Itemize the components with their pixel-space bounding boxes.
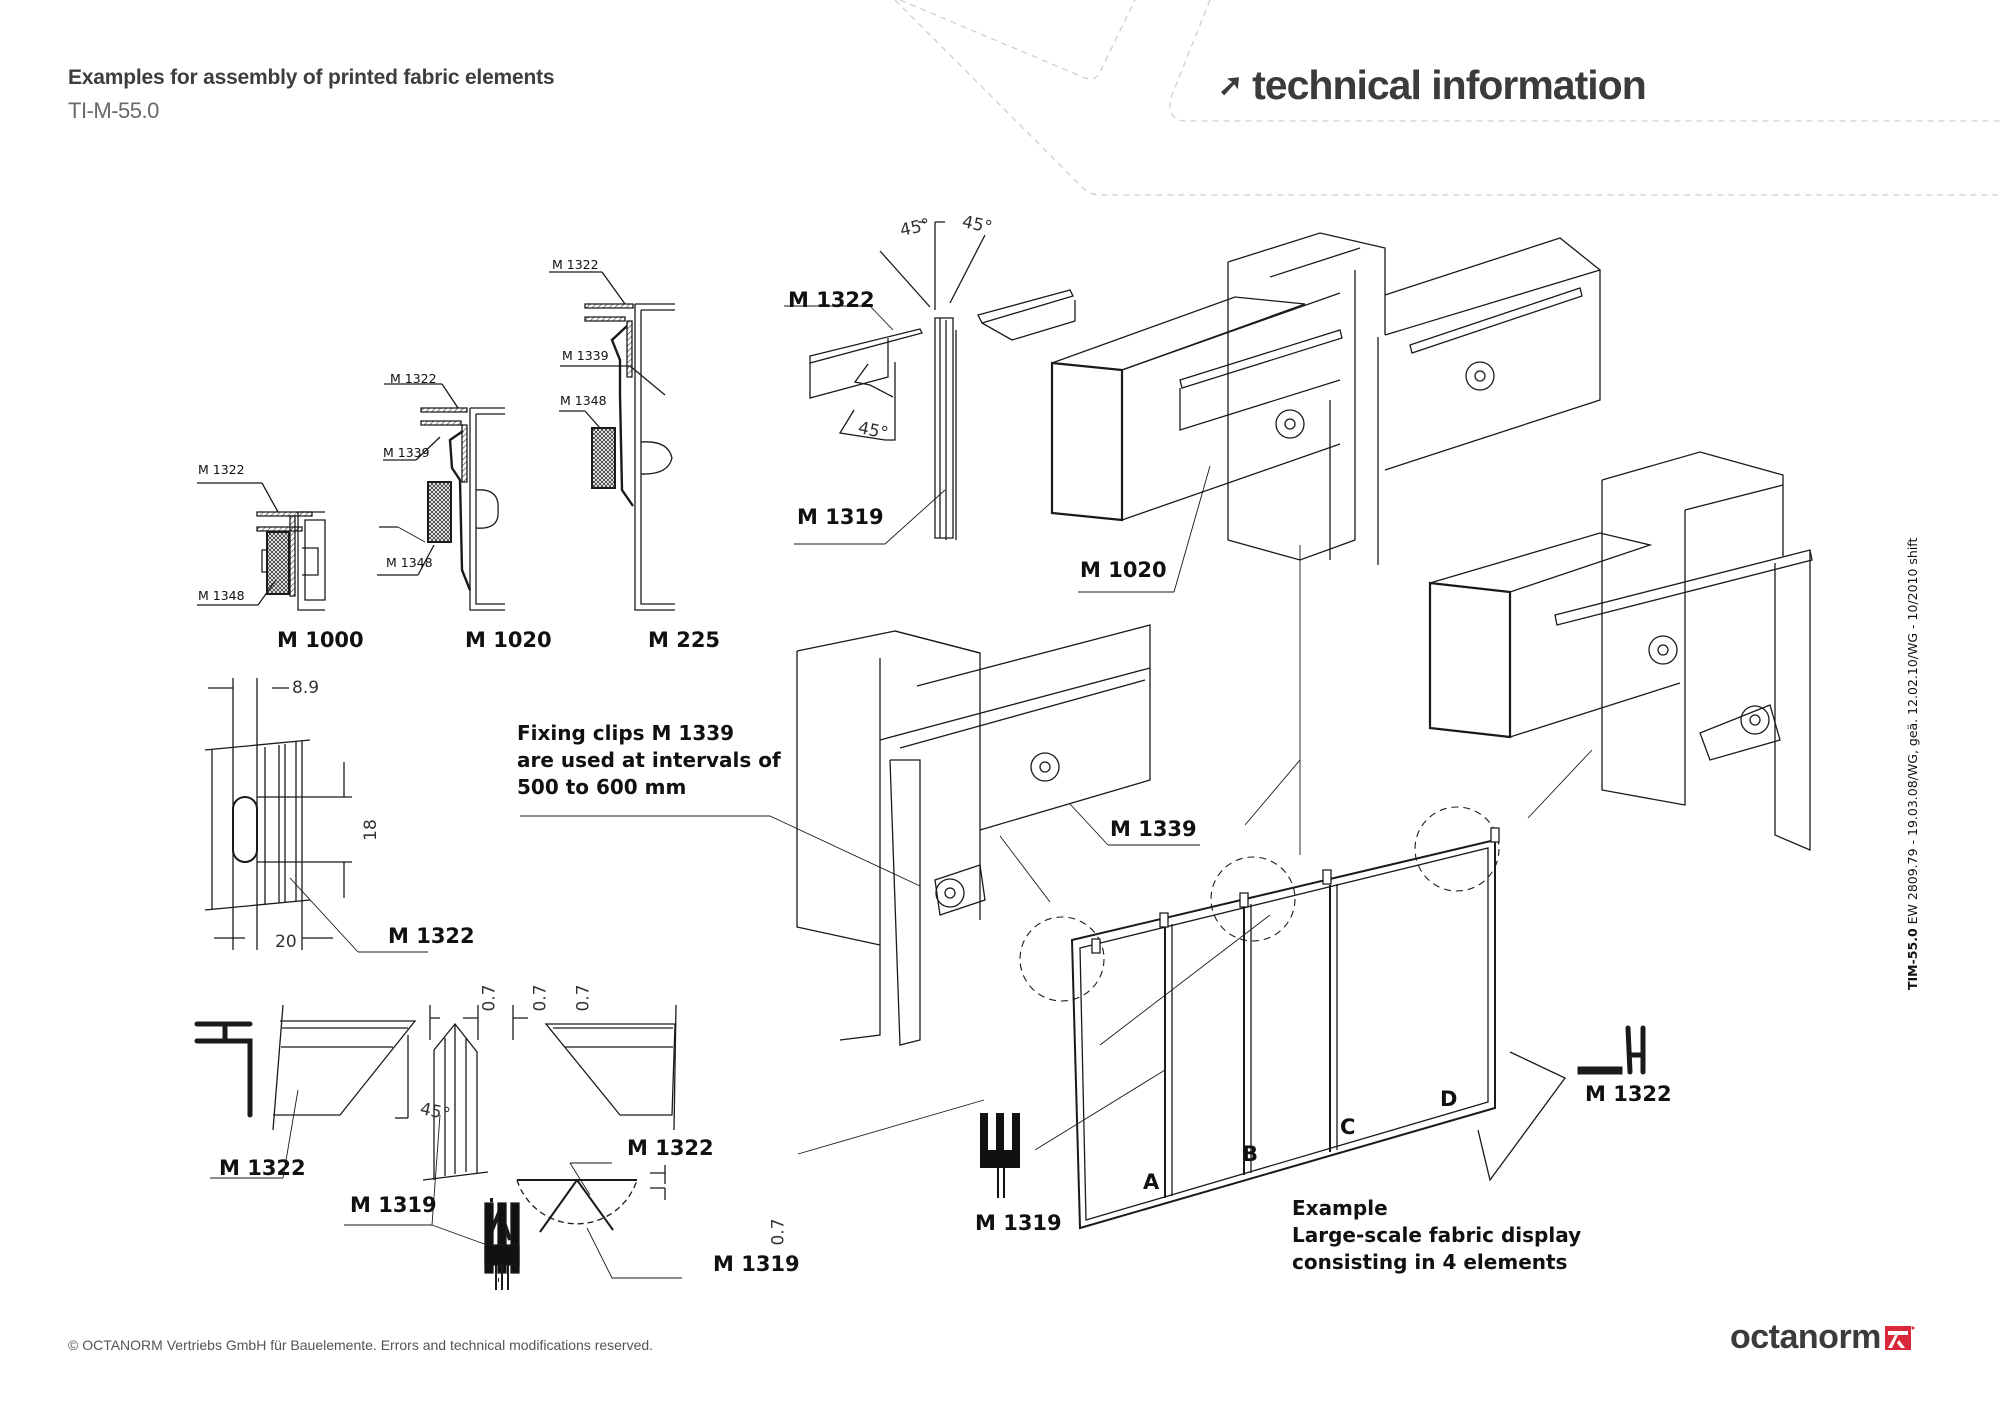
caption-line-1: Example: [1292, 1196, 1388, 1220]
dim-slot-height: 18: [360, 819, 381, 841]
label-m1020-m1322: M 1322: [390, 371, 437, 386]
section-heading-text: technical information: [1252, 62, 1647, 108]
profile-title-m225: M 225: [648, 628, 721, 652]
revision-doc-id: TIM-55.0: [1905, 928, 1920, 990]
label-miter-m1319: M 1319: [797, 505, 884, 529]
caption-line-3: consisting in 4 elements: [1292, 1250, 1568, 1274]
footer-copyright: © OCTANORM Vertriebs GmbH für Bauelement…: [68, 1337, 654, 1353]
gap-dim-4: 0.7: [768, 1218, 789, 1246]
profile-m1020-drawing: [377, 384, 505, 610]
revision-note: TIM-55.0 EW 2809.79 - 19.03.08/WG, geä. …: [1905, 538, 1920, 990]
document-code: TI-M-55.0: [68, 98, 159, 123]
document-title: Examples for assembly of printed fabric …: [68, 66, 555, 89]
gap-dim-1: 0.7: [479, 984, 500, 1012]
label-cut-m1322: M 1322: [219, 1156, 306, 1180]
label-miter-m1322: M 1322: [788, 288, 875, 312]
label-corner-m1322: M 1322: [627, 1136, 714, 1160]
profile-m225-drawing: [549, 272, 675, 610]
fixing-note-line-3: 500 to 600 mm: [517, 775, 687, 799]
profile-title-m1020: M 1020: [465, 628, 552, 652]
fixing-note-line-2: are used at intervals of: [517, 748, 781, 772]
section-heading: ➚ technical information: [1218, 62, 1647, 109]
caption-line-2: Large-scale fabric display: [1292, 1223, 1582, 1247]
miter-detail-drawing: [784, 222, 1075, 544]
dim-slot-width: 20: [275, 932, 297, 952]
gap-dim-3: 0.7: [573, 984, 594, 1012]
panel-label-d: D: [1440, 1087, 1458, 1111]
label-example-m1319: M 1319: [975, 1211, 1062, 1235]
fixing-clips-note: Fixing clips M 1339 are used at interval…: [517, 720, 781, 801]
label-m1000-m1322: M 1322: [198, 462, 245, 477]
octanorm-logo: octanorm: [1730, 1318, 1915, 1357]
label-m225-m1348: M 1348: [560, 393, 607, 408]
label-m1000-m1348: M 1348: [198, 588, 245, 603]
panel-label-b: B: [1242, 1142, 1259, 1166]
isometric-m1339-drawing: [520, 625, 1200, 1045]
label-corner-m1319: M 1319: [713, 1252, 800, 1276]
gap-dim-2: 0.7: [530, 984, 551, 1012]
revision-text: EW 2809.79 - 19.03.08/WG, geä. 12.02.10/…: [1905, 537, 1920, 925]
m1319-profile-drawing: [980, 1113, 1020, 1198]
dim-slot-offset: 8.9: [292, 678, 320, 698]
isometric-corner-drawing: [1430, 452, 1812, 850]
label-iso-m1020: M 1020: [1080, 558, 1167, 582]
label-m225-m1322: M 1322: [552, 257, 599, 272]
label-slot-m1322: M 1322: [388, 924, 475, 948]
label-m1020-m1339: M 1339: [383, 445, 430, 460]
label-m225-m1339: M 1339: [562, 348, 609, 363]
isometric-joint-drawing: [1052, 233, 1600, 855]
cut-detail-drawing: [197, 1005, 984, 1290]
profile-m1000-drawing: [197, 483, 325, 610]
example-caption: Example Large-scale fabric display consi…: [1292, 1195, 1581, 1276]
panel-label-a: A: [1143, 1170, 1160, 1194]
profile-title-m1000: M 1000: [277, 628, 364, 652]
logo-wordmark: octanorm: [1730, 1318, 1881, 1356]
label-example-m1322: M 1322: [1585, 1082, 1672, 1106]
logo-mark-icon: [1884, 1325, 1915, 1350]
example-display-drawing: [1020, 760, 1643, 1228]
fixing-note-line-1: Fixing clips M 1339: [517, 721, 735, 745]
arrow-up-right-icon: ➚: [1218, 69, 1243, 102]
slot-detail-drawing: [205, 678, 428, 952]
panel-label-c: C: [1340, 1115, 1356, 1139]
label-cut-m1319: M 1319: [350, 1193, 437, 1217]
label-m1020-m1348: M 1348: [386, 555, 433, 570]
label-iso-m1339: M 1339: [1110, 817, 1197, 841]
